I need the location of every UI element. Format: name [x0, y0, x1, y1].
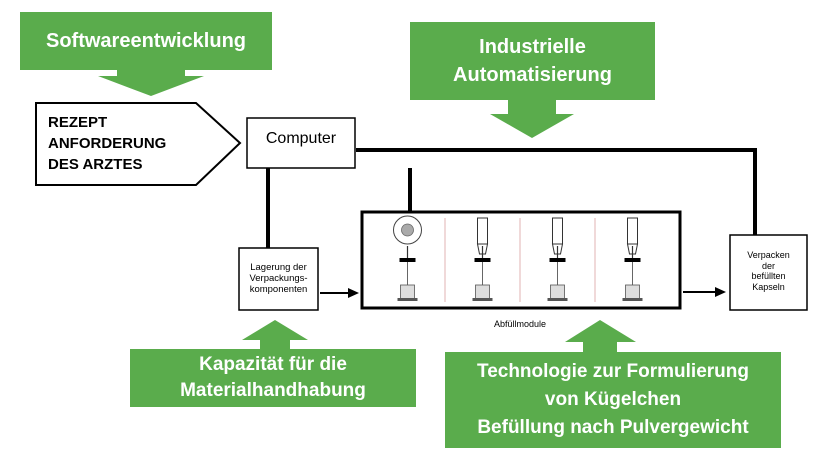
callout-software-development: Softwareentwicklung — [20, 12, 272, 70]
computer-box — [246, 117, 356, 169]
right-arrow-icon — [320, 288, 359, 298]
down-arrow-icon — [98, 70, 204, 96]
computer-label: Computer — [265, 130, 337, 147]
filling-station-icon — [393, 215, 422, 301]
callout-line: Befüllung nach Pulvergewicht — [477, 417, 749, 438]
filling-station-icon — [594, 217, 643, 302]
callout-line: Automatisierung — [453, 64, 612, 86]
filling-modules — [393, 215, 643, 302]
callout-material-handling: Kapazität für die Materialhandhabung — [130, 349, 416, 407]
down-arrow-icon — [490, 100, 574, 138]
up-arrow-icon — [242, 320, 308, 349]
storage-label: Lagerung der Verpackungs- komponenten — [249, 262, 308, 295]
input-arrow-shape — [35, 102, 242, 186]
callout-line: Kapazität für die — [199, 354, 347, 375]
filling-station-icon — [519, 217, 568, 302]
callout-line: Materialhandhabung — [180, 380, 366, 401]
storage-box — [238, 247, 319, 311]
callout-line: Industrielle — [479, 36, 586, 58]
callout-line: von Kügelchen — [544, 389, 682, 410]
packing-box — [729, 234, 808, 311]
callout-formulation-technology: Technologie zur Formulierung von Kügelch… — [445, 352, 781, 448]
up-arrow-icon — [565, 320, 636, 352]
filling-modules-label: Abfüllmodule — [493, 319, 547, 329]
callout-line: Technologie zur Formulierung — [477, 361, 749, 382]
filling-station-icon — [444, 217, 493, 302]
input-arrow-label: REZEPT ANFORDERUNG DES ARZTES — [48, 114, 167, 173]
right-arrow-icon — [683, 287, 726, 297]
callout-industrial-automation: Industrielle Automatisierung — [410, 22, 655, 100]
packing-label: Verpacken der befüllten Kapseln — [747, 250, 790, 292]
connection-lines — [266, 148, 757, 248]
